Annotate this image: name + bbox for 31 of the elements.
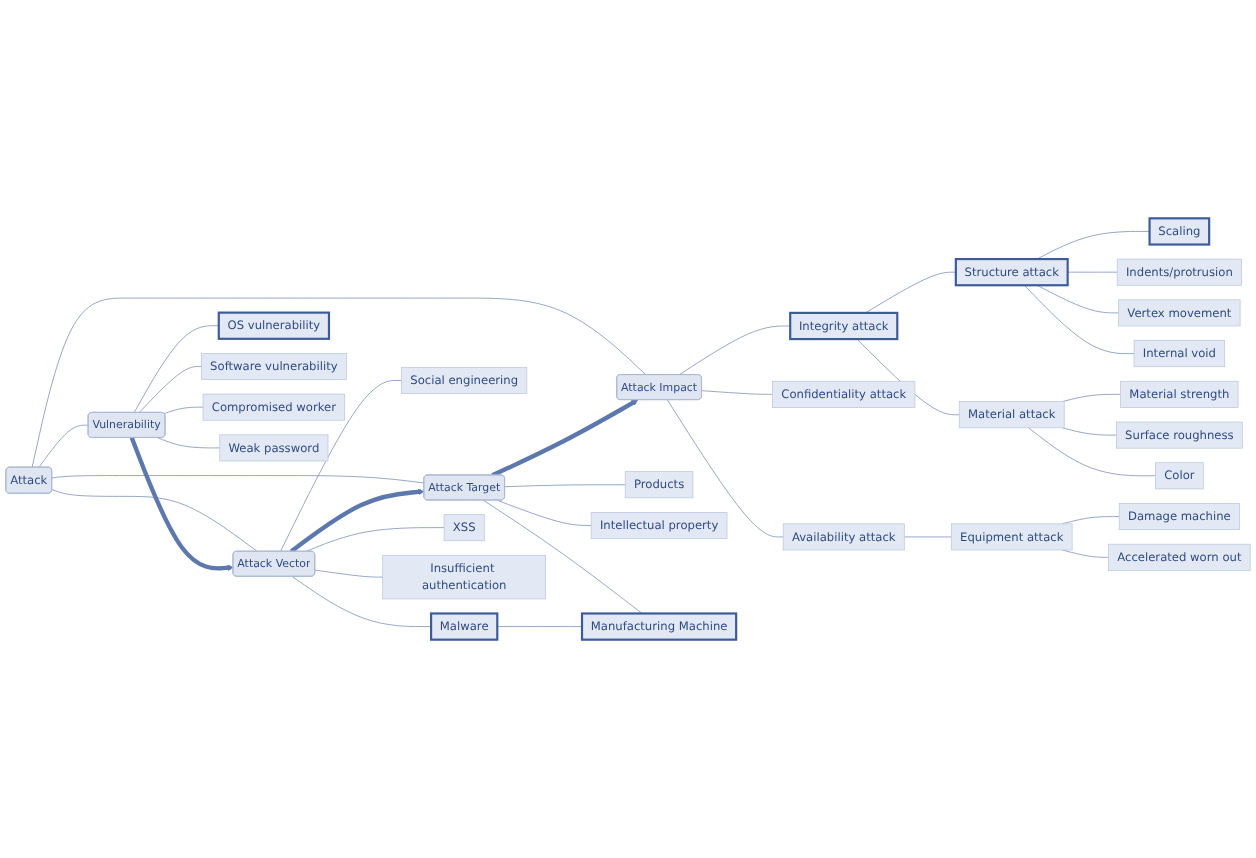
connector	[1061, 427, 1117, 436]
connector	[38, 424, 89, 468]
connector	[667, 399, 784, 538]
connector	[903, 536, 952, 538]
connector	[314, 569, 384, 578]
connector	[31, 297, 647, 468]
connector	[291, 576, 432, 627]
connector	[1036, 231, 1150, 260]
connector	[1036, 284, 1119, 314]
connector	[701, 390, 773, 395]
connector	[51, 475, 425, 484]
connector	[497, 500, 592, 526]
connector	[865, 271, 957, 314]
connector	[483, 500, 643, 614]
arrow	[129, 437, 234, 571]
connector	[504, 484, 626, 488]
connector	[280, 380, 402, 552]
connector	[138, 366, 202, 414]
connector	[1024, 284, 1135, 354]
connector	[678, 325, 791, 376]
connector	[133, 325, 220, 414]
connector	[1067, 271, 1118, 273]
connector	[1028, 427, 1156, 477]
connector	[163, 406, 204, 414]
connector	[157, 437, 221, 449]
arrow	[289, 488, 425, 554]
connector	[1061, 394, 1121, 402]
connector	[305, 527, 445, 552]
connector	[496, 626, 583, 627]
arrow	[491, 399, 639, 478]
connector	[51, 489, 258, 552]
